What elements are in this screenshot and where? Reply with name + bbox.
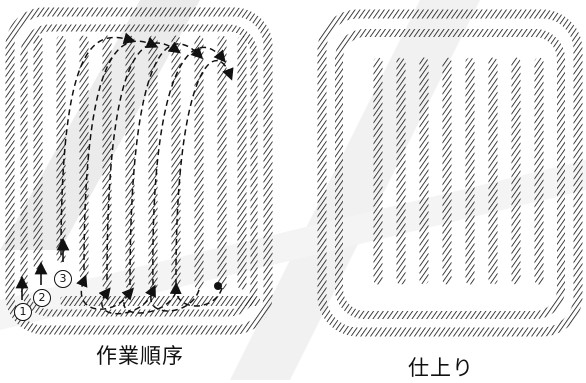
step-start-arrows [15, 237, 70, 300]
end-dot [214, 282, 222, 290]
left-panel-work-order [5, 7, 273, 335]
step-3-label: 3 [54, 270, 72, 288]
right-inner-frame [335, 29, 565, 319]
step-2-label: 2 [33, 289, 51, 307]
step-1-label: 1 [14, 303, 32, 321]
right-panel-finished [317, 9, 583, 337]
left-bottom-band [60, 296, 260, 306]
work-order-paths [60, 32, 234, 315]
right-outer-frame [317, 9, 583, 337]
right-caption: 仕上り [408, 356, 474, 380]
left-outer-frame [5, 7, 273, 335]
left-caption: 作業順序 [96, 344, 184, 368]
right-stripes [373, 57, 544, 285]
